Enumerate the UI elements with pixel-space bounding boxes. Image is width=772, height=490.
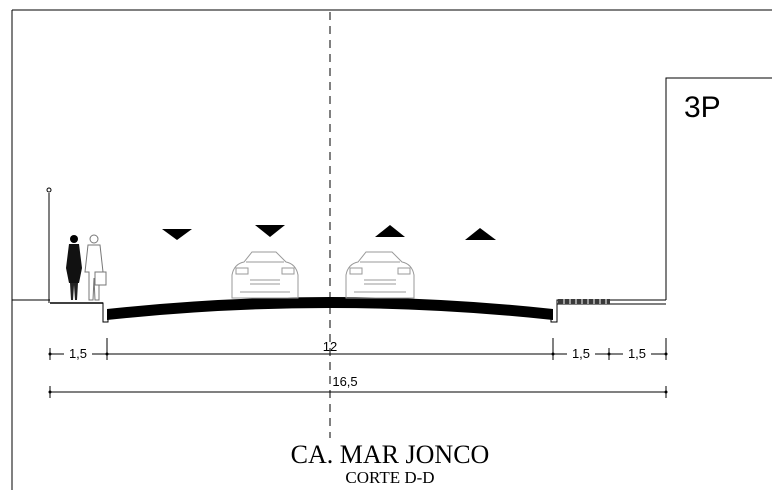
pedestrian-man-figure: [84, 234, 107, 301]
road-pavement: [107, 297, 553, 320]
dimension-row-partial: [48, 338, 668, 360]
title-bg: [270, 438, 510, 488]
dim-label-bg: [567, 346, 595, 360]
pedestrian-woman-figure: [66, 235, 82, 300]
dim-total: 16,5: [332, 374, 357, 389]
building-outline: [665, 77, 772, 300]
dim-right-strip: 1,5: [572, 346, 590, 361]
section-name-subtitle: CORTE D-D: [345, 468, 434, 487]
traffic-arrow-down-2: [255, 225, 285, 237]
dim-left-sidewalk: 1,5: [69, 346, 87, 361]
dim-label-bg: [64, 346, 92, 360]
right-planting-strip: [558, 299, 610, 304]
car-right: [345, 251, 415, 299]
street-light-pole: [46, 187, 52, 303]
planting-strip-hatch: [563, 299, 607, 304]
left-sidewalk: [50, 302, 109, 323]
car-left: [231, 251, 299, 299]
traffic-arrow-up-2: [465, 228, 496, 240]
dim-right-sidewalk: 1,5: [628, 346, 646, 361]
traffic-arrow-down-1: [162, 229, 192, 240]
dim-roadway: 12: [323, 339, 337, 354]
dimension-row-total: [48, 386, 668, 398]
traffic-arrow-up-1: [375, 225, 405, 237]
dim-label-bg: [623, 346, 651, 360]
section-tag-label: 3P: [684, 91, 721, 124]
street-name-title: CA. MAR JONCO: [291, 440, 490, 469]
